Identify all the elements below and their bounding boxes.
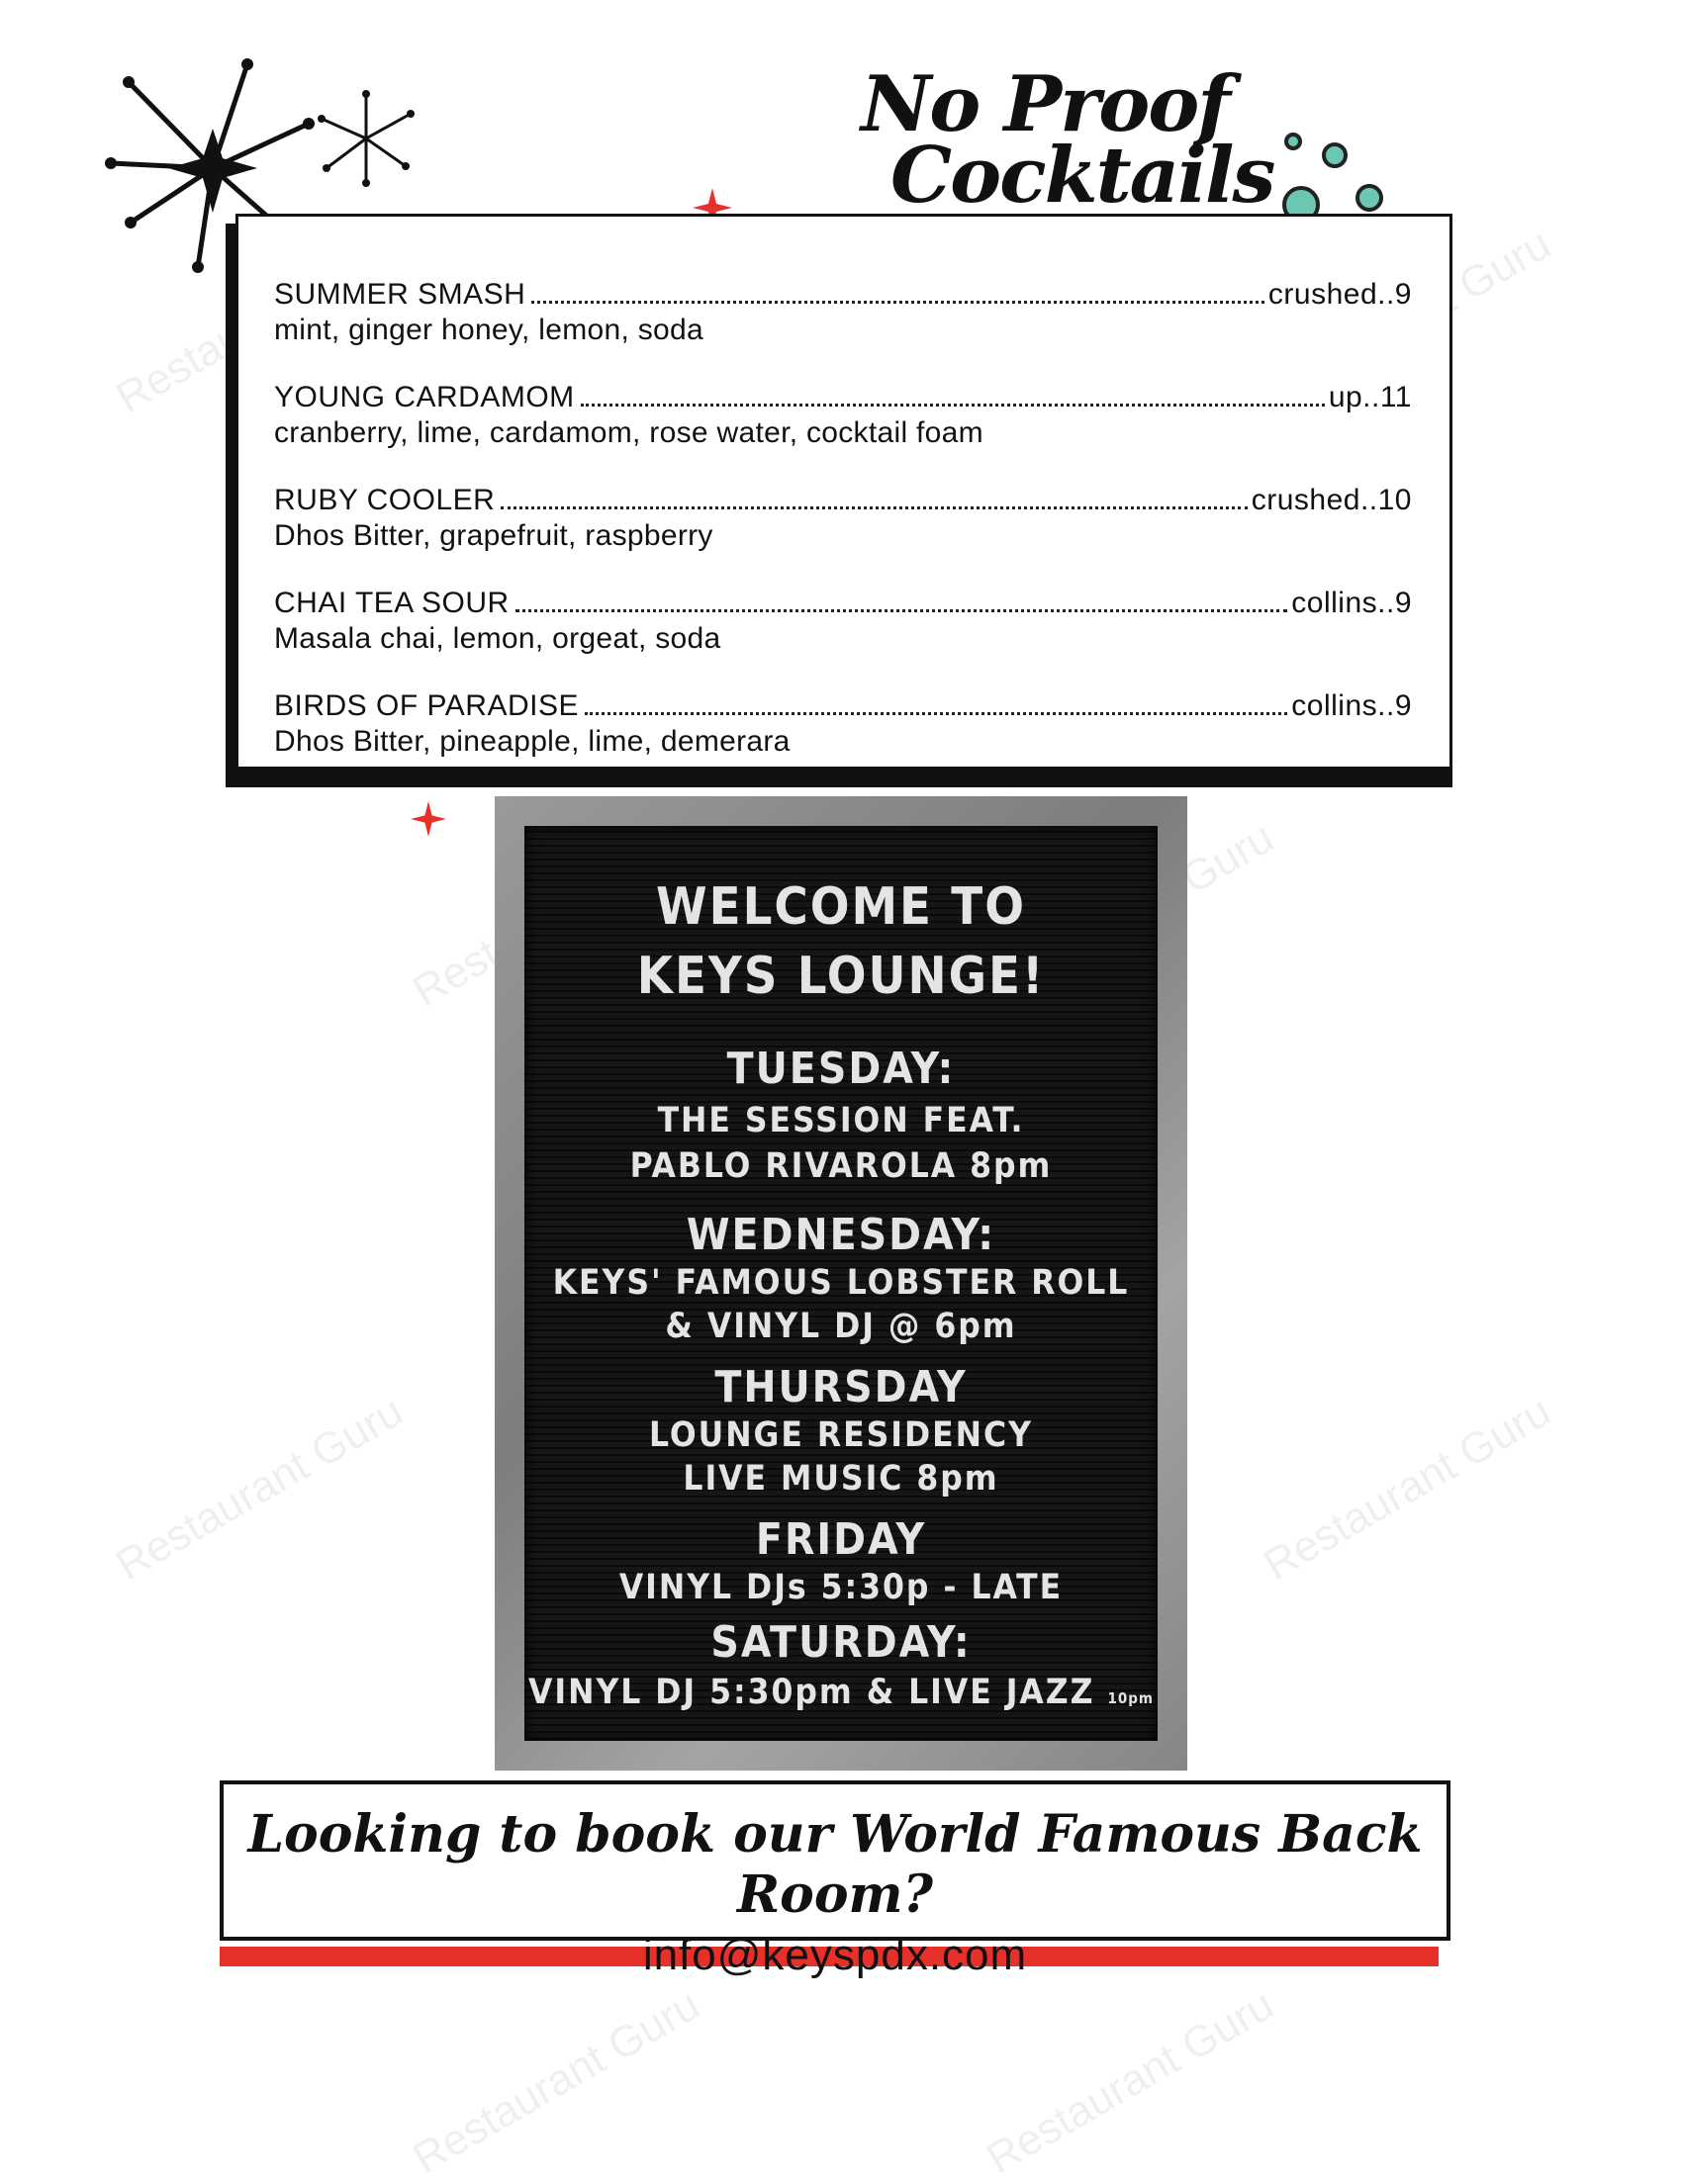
title-line-2: Cocktails xyxy=(890,131,1275,221)
leader-dots xyxy=(501,506,1248,509)
bubble-icon xyxy=(1284,133,1302,150)
item-description: Dhos Bitter, pineapple, lime, demerara xyxy=(274,725,791,758)
bubble-icon xyxy=(1322,142,1348,168)
item-price: collins..9 xyxy=(1291,689,1412,722)
leader-dots xyxy=(580,404,1325,407)
leader-dots xyxy=(585,712,1288,715)
board-saturday-small-time: 10pm xyxy=(1107,1689,1154,1707)
item-name: CHAI TEA SOUR xyxy=(274,587,510,619)
footer-red-bar xyxy=(220,1947,1439,1966)
menu-item: SUMMER SMASH crushed..9 mint, ginger hon… xyxy=(274,278,1412,347)
board-saturday-heading: SATURDAY: xyxy=(710,1617,972,1668)
board-welcome-line-1: WELCOME TO xyxy=(656,877,1026,937)
board-friday-line-1: VINYL DJs 5:30p - LATE xyxy=(618,1568,1064,1607)
letter-board: WELCOME TO KEYS LOUNGE! TUESDAY: THE SES… xyxy=(524,826,1158,1741)
board-friday-heading: FRIDAY xyxy=(755,1514,927,1565)
letter-board-frame: WELCOME TO KEYS LOUNGE! TUESDAY: THE SES… xyxy=(495,796,1187,1771)
cocktail-menu: SUMMER SMASH crushed..9 mint, ginger hon… xyxy=(235,214,1452,770)
board-thursday-line-1: LOUNGE RESIDENCY xyxy=(649,1415,1033,1455)
booking-email-link[interactable]: info@keyspdx.com xyxy=(642,1931,1028,1979)
board-saturday-line-1: VINYL DJ 5:30pm & LIVE JAZZ 10pm xyxy=(524,1673,1158,1712)
page-title: No Proof Cocktails xyxy=(851,59,1275,221)
leader-dots xyxy=(531,301,1264,304)
watermark: Restaurant Guru xyxy=(979,1980,1282,2184)
item-price: collins..9 xyxy=(1291,587,1412,619)
board-welcome-line-2: KEYS LOUNGE! xyxy=(636,947,1046,1006)
booking-box: Looking to book our World Famous Back Ro… xyxy=(220,1780,1450,1979)
menu-item: CHAI TEA SOUR collins..9 Masala chai, le… xyxy=(274,587,1412,656)
watermark: Restaurant Guru xyxy=(108,1387,412,1591)
starburst-large-icon xyxy=(105,58,315,273)
item-name: BIRDS OF PARADISE xyxy=(274,689,580,722)
red-sparkle-icon xyxy=(411,801,446,837)
board-saturday-text: VINYL DJ 5:30pm & LIVE JAZZ xyxy=(528,1673,1095,1712)
title-line-1: No Proof xyxy=(861,59,1231,149)
leader-dots xyxy=(514,609,1288,612)
item-price: crushed..9 xyxy=(1267,278,1412,311)
item-description: Dhos Bitter, grapefruit, raspberry xyxy=(274,519,713,552)
booking-question: Looking to book our World Famous Back Ro… xyxy=(247,1804,1423,1925)
menu-item: YOUNG CARDAMOM up..11 cranberry, lime, c… xyxy=(274,381,1412,450)
item-name: YOUNG CARDAMOM xyxy=(274,381,575,413)
board-wednesday-line-2: & VINYL DJ @ 6pm xyxy=(665,1307,1017,1346)
board-tuesday-line-2: PABLO RIVAROLA 8pm xyxy=(629,1146,1053,1186)
item-name: RUBY COOLER xyxy=(274,484,496,516)
board-thursday-heading: THURSDAY xyxy=(714,1362,968,1412)
watermark: Restaurant Guru xyxy=(405,1980,708,2184)
item-description: mint, ginger honey, lemon, soda xyxy=(274,314,703,346)
menu-item: BIRDS OF PARADISE collins..9 Dhos Bitter… xyxy=(274,689,1412,759)
item-price: crushed..10 xyxy=(1251,484,1412,516)
red-sparkle-icon xyxy=(693,188,732,228)
item-description: Masala chai, lemon, orgeat, soda xyxy=(274,622,721,655)
item-price: up..11 xyxy=(1328,381,1412,413)
board-tuesday-line-1: THE SESSION FEAT. xyxy=(657,1101,1025,1140)
watermark: Restaurant Guru xyxy=(1256,1387,1559,1591)
starburst-small-icon xyxy=(318,90,415,187)
menu-item: RUBY COOLER crushed..10 Dhos Bitter, gra… xyxy=(274,484,1412,553)
item-name: SUMMER SMASH xyxy=(274,278,526,311)
board-wednesday-heading: WEDNESDAY: xyxy=(686,1210,996,1260)
bubble-icon xyxy=(1355,184,1383,212)
board-thursday-line-2: LIVE MUSIC 8pm xyxy=(683,1459,999,1499)
item-description: cranberry, lime, cardamom, rose water, c… xyxy=(274,416,983,449)
board-tuesday-heading: TUESDAY: xyxy=(726,1044,956,1094)
board-wednesday-line-1: KEYS' FAMOUS LOBSTER ROLL xyxy=(552,1263,1130,1303)
